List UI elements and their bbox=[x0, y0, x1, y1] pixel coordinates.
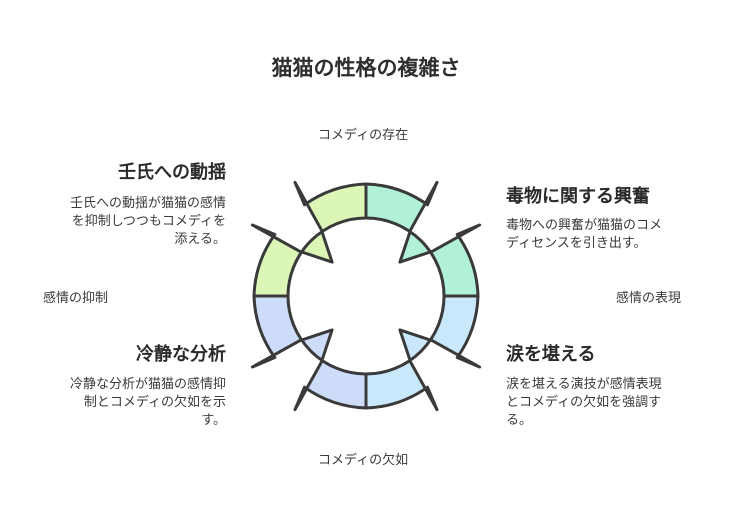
quadrant-outline-bottom-left bbox=[250, 294, 368, 412]
axis-label-top: コメディの存在 bbox=[318, 128, 409, 143]
quadrant-fill-bottom-right bbox=[366, 296, 480, 410]
quadrant-desc-top-left: 壬氏への動揺が猫猫の感情 を抑制しつつもコメディを 添える。 bbox=[40, 195, 226, 249]
quadrant-title-bottom-left: 冷静な分析 bbox=[136, 344, 226, 365]
quadrant-outline-top-right bbox=[364, 180, 482, 298]
diagram-title: 猫猫の性格の複雑さ bbox=[271, 56, 461, 80]
quadrant-title-top-left: 壬氏への動揺 bbox=[118, 162, 226, 183]
desc-line: 添える。 bbox=[174, 232, 226, 247]
axis-label-right: 感情の表現 bbox=[616, 291, 682, 306]
quadrant-title-bottom-right: 涙を堪える bbox=[506, 344, 596, 365]
desc-line: 毒物への興奮が猫猫のコメ bbox=[506, 218, 663, 233]
desc-line: ディセンスを引き出す。 bbox=[506, 236, 647, 251]
desc-line: 制とコメディの欠如を示 bbox=[83, 395, 226, 410]
cycle-ring-diagram bbox=[250, 180, 482, 412]
desc-line: とコメディの欠如を強調す bbox=[506, 395, 662, 410]
quadrant-fill-bottom-left bbox=[252, 296, 366, 410]
quadrant-fill-top-right bbox=[366, 182, 480, 296]
quadrant-fill-top-left bbox=[252, 182, 366, 296]
desc-line: す。 bbox=[201, 413, 226, 428]
desc-line: 涙を堪える演技が感情表現 bbox=[506, 377, 662, 392]
axis-label-left: 感情の抑制 bbox=[43, 291, 109, 306]
quadrant-desc-top-right: 毒物への興奮が猫猫のコメ ディセンスを引き出す。 bbox=[506, 217, 706, 253]
desc-line: を抑制しつつもコメディを bbox=[71, 214, 226, 229]
quadrant-outline-top-left bbox=[250, 180, 368, 298]
quadrant-desc-bottom-right: 涙を堪える演技が感情表現 とコメディの欠如を強調す る。 bbox=[506, 376, 696, 430]
axis-label-bottom: コメディの欠如 bbox=[318, 453, 409, 468]
desc-line: 壬氏への動揺が猫猫の感情 bbox=[69, 196, 226, 211]
quadrant-outline-bottom-right bbox=[364, 294, 482, 412]
desc-line: る。 bbox=[506, 413, 533, 428]
quadrant-desc-bottom-left: 冷静な分析が猫猫の感情抑 制とコメディの欠如を示 す。 bbox=[40, 376, 226, 430]
quadrant-title-top-right: 毒物に関する興奮 bbox=[506, 186, 650, 207]
desc-line: 冷静な分析が猫猫の感情抑 bbox=[69, 377, 226, 392]
